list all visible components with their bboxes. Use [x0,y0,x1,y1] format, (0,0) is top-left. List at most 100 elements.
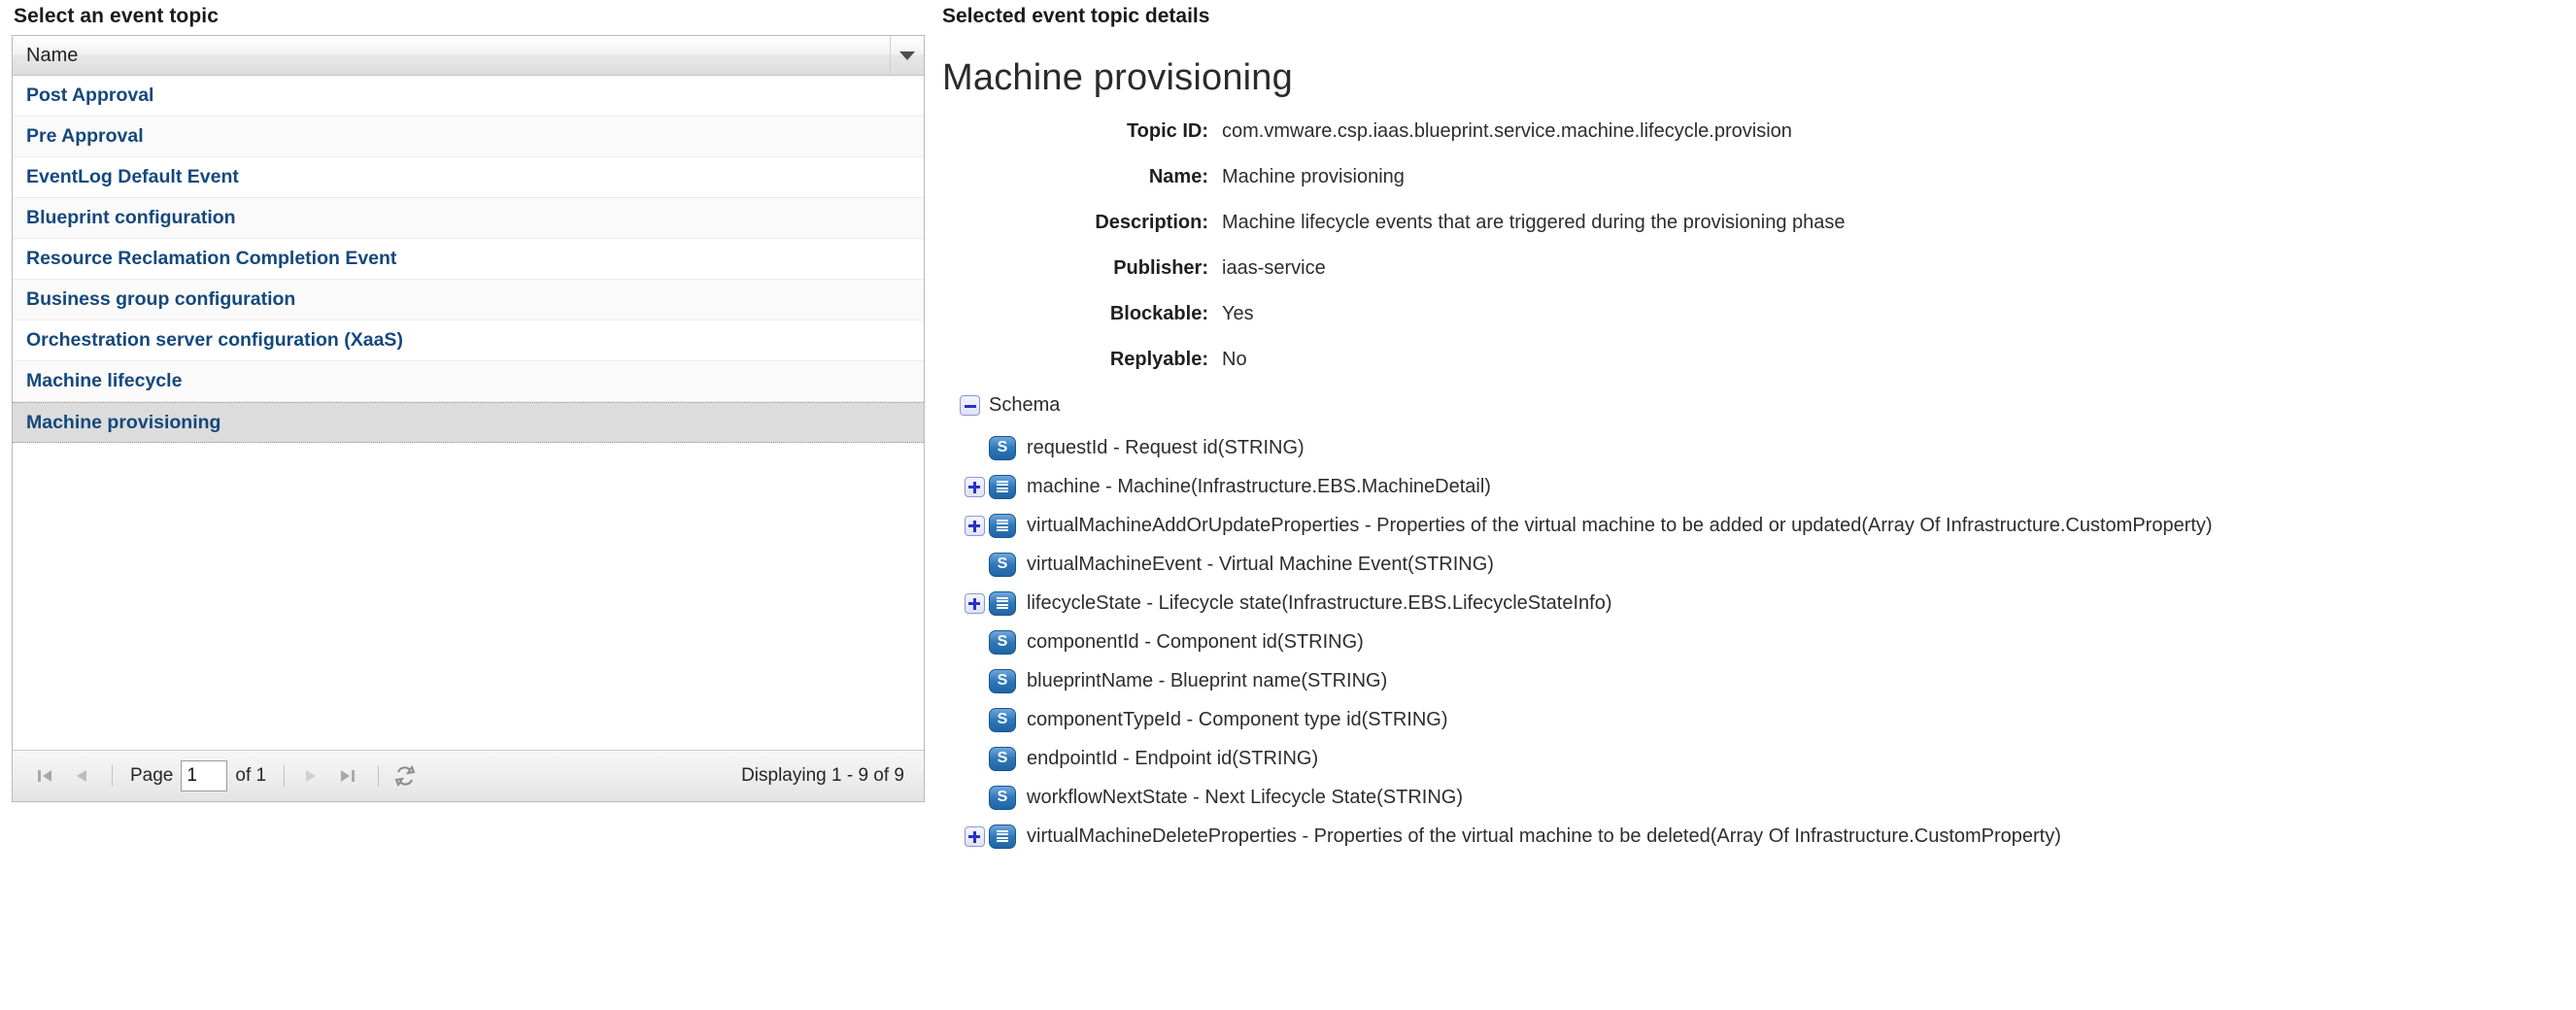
panel-heading-select-event-topic: Select an event topic [14,5,220,27]
schema-node[interactable]: virtualMachineAddOrUpdateProperties - Pr… [960,506,2562,545]
schema-root-node: Schema [960,394,2562,417]
column-header-name[interactable]: Name [13,36,891,75]
object-type-icon [989,824,1016,849]
previous-page-button[interactable] [65,759,98,792]
object-icon-bars [997,829,1008,843]
grid-row[interactable]: Blueprint configuration [13,198,924,239]
detail-field-value: iaas-service [1222,257,1326,279]
schema-node-label: virtualMachineAddOrUpdateProperties - Pr… [1027,514,2213,536]
object-icon-bars [997,519,1008,532]
grid-row-label: Pre Approval [26,125,144,147]
grid-row-label: Machine lifecycle [26,370,183,391]
refresh-button[interactable] [389,759,422,792]
next-page-icon [306,770,317,782]
grid-row[interactable]: Orchestration server configuration (XaaS… [13,320,924,361]
caret-down-icon [899,50,915,60]
detail-field-value: Machine provisioning [1222,166,1405,187]
toolbar-separator [112,765,113,787]
column-header-name-label: Name [26,44,79,66]
total-pages-label: of 1 [235,765,267,786]
grid-pagination-toolbar: Page of 1 D [13,750,924,801]
event-topic-details-panel: Selected event topic details Machine pro… [940,0,2562,856]
object-icon-bars [997,480,1008,493]
schema-node[interactable]: machine - Machine(Infrastructure.EBS.Mac… [960,467,2562,506]
detail-field-label: Blockable: [1109,303,1208,324]
string-type-icon: S [989,746,1016,771]
grid-row-label: Business group configuration [26,288,296,310]
last-page-button[interactable] [331,759,364,792]
schema-node-expander-slot [960,592,989,614]
plus-expander-icon[interactable] [964,825,985,847]
detail-field-row: Topic ID:com.vmware.csp.iaas.blueprint.s… [940,120,2562,143]
string-type-icon: S [989,552,1016,577]
schema-node-label: virtualMachineEvent - Virtual Machine Ev… [1027,553,1494,575]
object-type-icon [989,590,1016,616]
detail-field-label: Replyable: [1109,349,1208,370]
grid-row[interactable]: Business group configuration [13,280,924,320]
schema-node-label: lifecycleState - Lifecycle state(Infrast… [1027,591,1612,614]
detail-field-row: Name: Machine provisioning [940,166,2562,188]
page-label: Page [130,765,174,786]
refresh-icon [394,764,416,788]
string-type-icon: S [989,668,1016,693]
detail-field-row: Blockable:Yes [940,303,2562,325]
schema-node[interactable]: virtualMachineDeleteProperties - Propert… [960,817,2562,856]
plus-expander-icon[interactable] [964,476,985,497]
detail-field-row: Publisher: iaas-service [940,257,2562,280]
schema-node-label: workflowNextState - Next Lifecycle State… [1027,786,1464,808]
grid-row-label: Machine provisioning [26,411,221,433]
toolbar-separator [284,765,286,787]
first-page-icon [38,770,51,782]
page-number-input[interactable] [181,760,228,791]
detail-field-row: Replyable: No [940,349,2562,371]
schema-node-label: blueprintName - Blueprint name(STRING) [1027,669,1388,691]
schema-node-label: virtualMachineDeleteProperties - Propert… [1027,825,2061,847]
detail-field-value: No [1222,349,1247,370]
grid-row-label: Orchestration server configuration (XaaS… [26,329,403,351]
schema-node-label: componentId - Component id(STRING) [1027,630,1364,653]
grid-row[interactable]: Machine lifecycle [13,361,924,402]
minus-expander-icon[interactable] [960,395,980,416]
grid-row[interactable]: Resource Reclamation Completion Event [13,239,924,280]
detail-field-label: Description: [1095,212,1208,233]
detail-field-label: Name: [1148,166,1208,187]
schema-node[interactable]: lifecycleState - Lifecycle state(Infrast… [960,584,2562,623]
detail-field-value: com.vmware.csp.iaas.blueprint.service.ma… [1222,120,1792,142]
detail-field-list: Topic ID:com.vmware.csp.iaas.blueprint.s… [940,120,2562,371]
schema-node-label: requestId - Request id(STRING) [1027,436,1305,458]
detail-field-value: Machine lifecycle events that are trigge… [1222,212,1846,233]
schema-node-label: machine - Machine(Infrastructure.EBS.Mac… [1027,475,1491,497]
string-type-icon: S [989,629,1016,655]
string-type-icon: S [989,707,1016,732]
schema-node-expander-slot [960,515,989,536]
first-page-button[interactable] [28,759,61,792]
detail-field-row: Description: Machine lifecycle events tha… [940,212,2562,234]
plus-expander-icon[interactable] [964,515,985,536]
string-type-icon: S [989,435,1016,460]
column-menu-button[interactable] [891,36,924,75]
grid-row[interactable]: Pre Approval [13,117,924,157]
schema-node-expander-slot [960,476,989,497]
grid-row[interactable]: Post Approval [13,76,924,117]
toolbar-separator [378,765,380,787]
grid-row-label: Resource Reclamation Completion Event [26,248,397,269]
schema-root-label: Schema [989,394,1061,416]
plus-expander-icon[interactable] [964,592,985,614]
panel-heading-selected-details: Selected event topic details [942,5,1210,27]
detail-field-label: Publisher: [1113,257,1208,279]
grid-row[interactable]: Machine provisioning [13,402,924,443]
grid-row-label: Blueprint configuration [26,207,236,228]
next-page-button[interactable] [294,759,327,792]
grid-row[interactable]: EventLog Default Event [13,157,924,198]
object-icon-bars [997,596,1008,610]
